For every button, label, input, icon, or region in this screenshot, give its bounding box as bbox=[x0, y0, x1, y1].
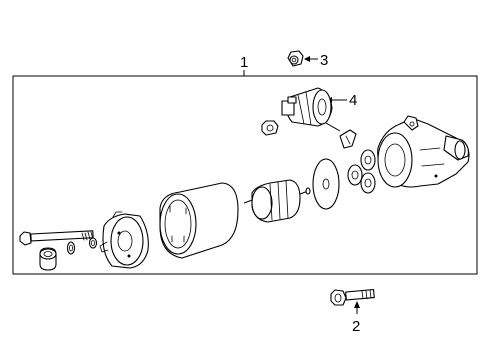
planet-gear-3 bbox=[360, 172, 376, 194]
part-2-bolt bbox=[330, 289, 375, 306]
callout-3-label: 3 bbox=[320, 52, 328, 69]
yoke-housing bbox=[159, 182, 239, 259]
washer-small bbox=[66, 241, 76, 255]
drive-lever bbox=[339, 129, 357, 149]
bushing bbox=[39, 247, 57, 271]
part-4-solenoid bbox=[281, 87, 341, 132]
callout-2-arrowhead bbox=[354, 301, 360, 308]
assembly-border bbox=[12, 75, 478, 275]
end-cover bbox=[99, 211, 149, 269]
callout-2: 2 bbox=[330, 289, 375, 335]
drive-housing bbox=[377, 115, 470, 188]
callout-3: 3 bbox=[287, 50, 328, 69]
planetary-plate bbox=[312, 158, 340, 210]
callout-1-label: 1 bbox=[240, 54, 248, 71]
planet-gear-2 bbox=[360, 149, 376, 171]
callout-4: 4 bbox=[281, 87, 357, 132]
washer-ring bbox=[88, 237, 98, 249]
part-3-nut bbox=[287, 50, 304, 67]
callout-2-label: 2 bbox=[352, 318, 360, 335]
planet-gear-1 bbox=[347, 164, 363, 186]
callout-3-arrowhead bbox=[304, 56, 310, 62]
through-bolt bbox=[19, 230, 94, 246]
callout-4-label: 4 bbox=[349, 92, 357, 109]
small-nut bbox=[261, 120, 279, 136]
armature bbox=[243, 179, 311, 223]
callout-1: 1 bbox=[240, 54, 248, 76]
